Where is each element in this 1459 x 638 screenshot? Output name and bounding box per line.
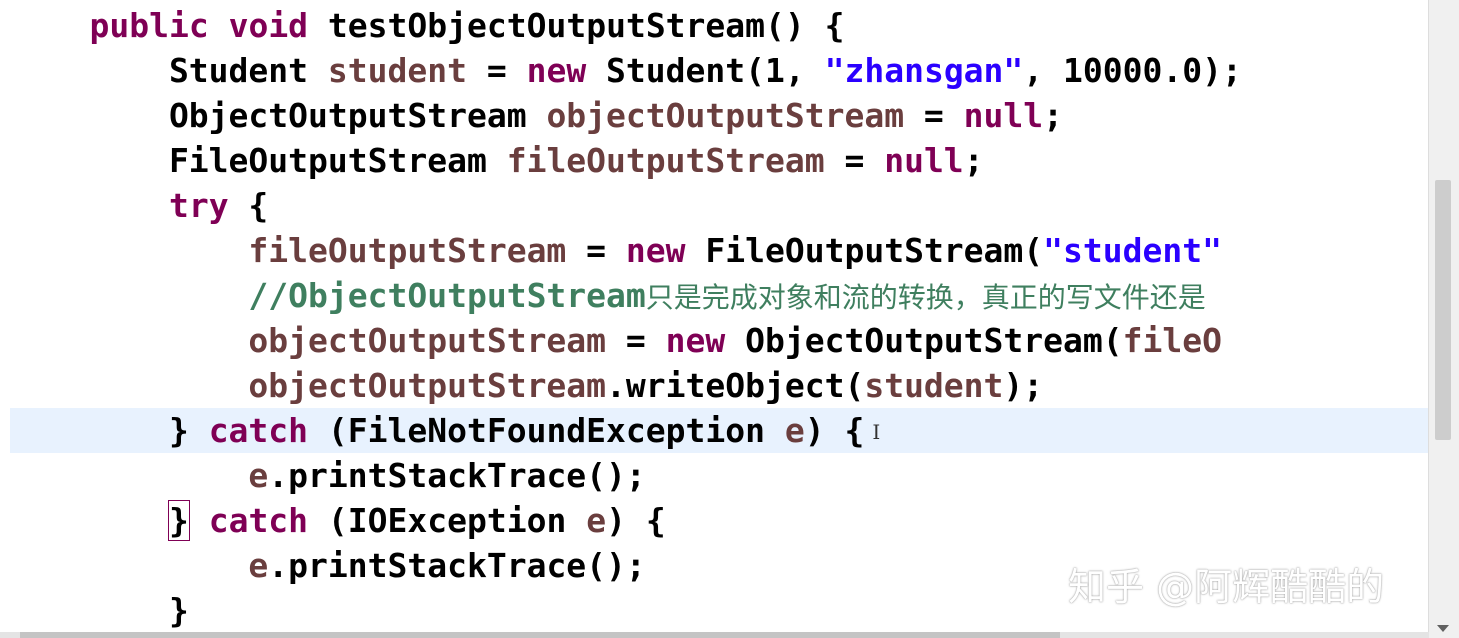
vertical-scrollbar[interactable]: [1428, 0, 1459, 638]
code-token: , 10000.0);: [1023, 51, 1242, 90]
code-token: =: [566, 231, 626, 270]
code-token: new: [625, 231, 686, 270]
code-line-current[interactable]: } catch (FileNotFoundException e) { I: [10, 408, 1429, 453]
code-token: [10, 276, 248, 315]
code-token: [10, 186, 169, 225]
code-line[interactable]: objectOutputStream = new ObjectOutputStr…: [10, 318, 1429, 363]
code-line[interactable]: public void testObjectOutputStream() {: [10, 3, 1429, 48]
code-token: null: [884, 141, 964, 180]
code-token: "student": [1043, 231, 1222, 270]
matching-bracket: }: [167, 500, 190, 541]
code-line[interactable]: ObjectOutputStream objectOutputStream = …: [10, 93, 1429, 138]
code-token: ;: [1043, 96, 1064, 135]
code-token: ObjectOutputStream(: [725, 321, 1123, 360]
code-token: FileOutputStream(: [685, 231, 1044, 270]
code-token: .writeObject(: [606, 366, 865, 405]
code-area[interactable]: public void testObjectOutputStream() { S…: [10, 0, 1429, 638]
code-token: testObjectOutputStream() {: [308, 6, 845, 45]
code-line[interactable]: }: [10, 588, 1429, 633]
code-token: null: [963, 96, 1044, 135]
code-token: objectOutputStream: [248, 321, 607, 360]
code-token: [189, 501, 209, 540]
code-line[interactable]: fileOutputStream = new FileOutputStream(…: [10, 228, 1429, 273]
code-token: e: [248, 456, 269, 495]
code-token: [10, 321, 248, 360]
code-line[interactable]: e.printStackTrace();: [10, 543, 1429, 588]
code-line[interactable]: //ObjectOutputStream只是完成对象和流的转换，真正的写文件还是: [10, 273, 1429, 318]
code-line[interactable]: FileOutputStream fileOutputStream = null…: [10, 138, 1429, 183]
code-token: =: [824, 141, 885, 180]
code-token: ObjectOutputStream: [10, 96, 547, 135]
code-token: [10, 231, 248, 270]
code-token: catch: [208, 411, 309, 450]
code-token: =: [466, 51, 527, 90]
horizontal-scroll-thumb[interactable]: [20, 632, 1060, 638]
code-token: objectOutputStream: [546, 96, 905, 135]
code-token: [10, 6, 89, 45]
zhihu-watermark: 知乎 @阿辉酷酷的: [1068, 565, 1385, 609]
code-token: Student: [10, 51, 328, 90]
code-token: fileO: [1122, 321, 1222, 360]
horizontal-scrollbar[interactable]: [0, 632, 1429, 638]
code-line[interactable]: e.printStackTrace();: [10, 453, 1429, 498]
code-token: e: [248, 546, 269, 585]
code-token: =: [606, 321, 666, 360]
code-line[interactable]: Student student = new Student(1, "zhansg…: [10, 48, 1429, 93]
code-token: public: [89, 6, 209, 45]
code-token: e: [784, 411, 805, 450]
code-token: =: [904, 96, 964, 135]
code-token: "zhansgan": [824, 51, 1024, 90]
code-token: Student(1,: [586, 51, 825, 90]
code-token: FileOutputStream: [10, 141, 507, 180]
code-token: );: [1003, 366, 1044, 405]
code-token: new: [665, 321, 726, 360]
code-line[interactable]: } catch (IOException e) {: [10, 498, 1429, 543]
code-token: 只是完成对象和流的转换，真正的写文件还是: [645, 281, 1206, 314]
code-token: [10, 546, 248, 585]
code-token: }: [10, 411, 209, 450]
code-token: [10, 366, 248, 405]
code-line[interactable]: objectOutputStream.writeObject(student);: [10, 363, 1429, 408]
code-token: {: [228, 186, 269, 225]
code-line[interactable]: try {: [10, 183, 1429, 228]
code-token: new: [526, 51, 587, 90]
code-token: }: [10, 591, 189, 630]
code-token: [10, 456, 248, 495]
code-token: void: [228, 6, 309, 45]
code-token: fileOutputStream: [248, 231, 567, 270]
code-token: try: [168, 186, 229, 225]
code-token: (IOException: [308, 501, 587, 540]
code-token: ) {: [804, 411, 865, 450]
scroll-down-arrow-icon[interactable]: [1437, 625, 1449, 632]
code-token: ) {: [606, 501, 666, 540]
code-token: //ObjectOutputStream: [248, 276, 646, 315]
text-cursor-icon: I: [872, 420, 881, 444]
code-token: student: [864, 366, 1004, 405]
code-token: e: [586, 501, 607, 540]
code-token: fileOutputStream: [506, 141, 825, 180]
code-token: [10, 501, 169, 540]
code-token: student: [327, 51, 467, 90]
code-token: .printStackTrace();: [268, 456, 646, 495]
code-token: ;: [963, 141, 984, 180]
code-token: catch: [208, 501, 309, 540]
code-token: (FileNotFoundException: [308, 411, 785, 450]
code-token: objectOutputStream: [248, 366, 607, 405]
editor-gutter: [0, 0, 10, 638]
code-token: .printStackTrace();: [268, 546, 646, 585]
code-token: [209, 6, 229, 45]
vertical-scroll-thumb[interactable]: [1435, 180, 1451, 440]
